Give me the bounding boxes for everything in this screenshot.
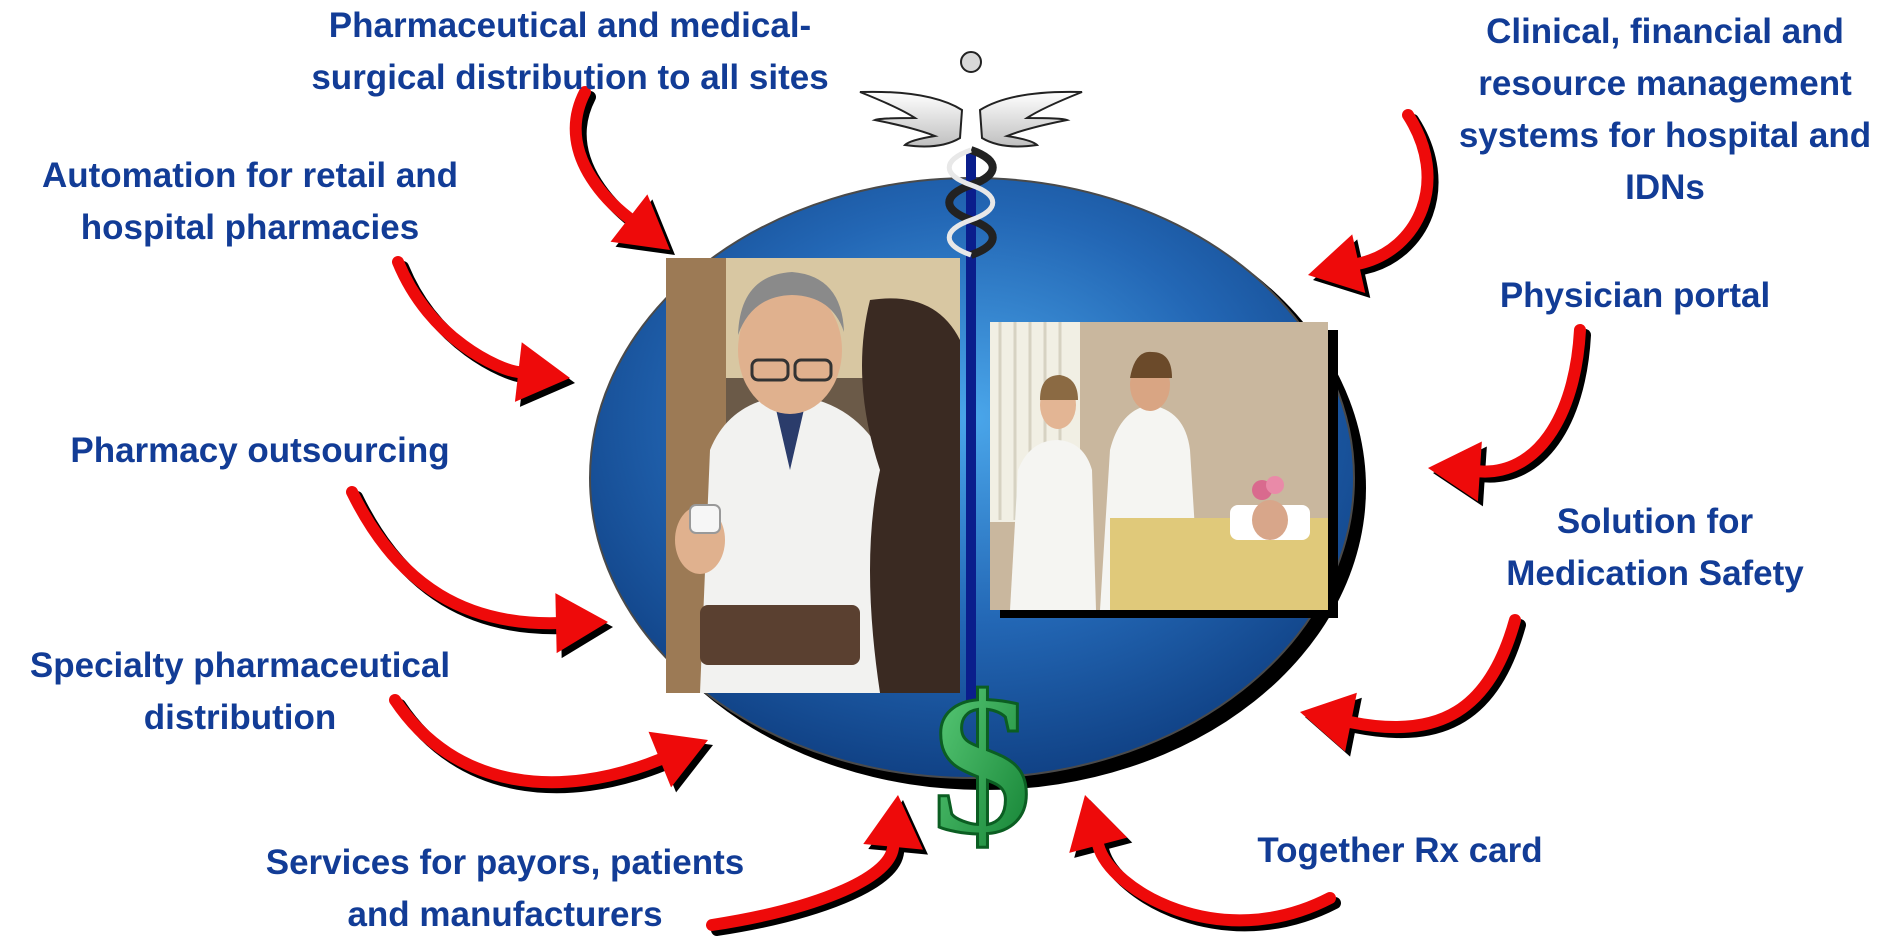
label-rxcard: Together Rx card [1257, 831, 1543, 870]
arrow-distribution [569, 86, 675, 255]
arrow-automation [392, 256, 575, 407]
arrow-services [706, 795, 928, 936]
arrow-rxcard [1069, 795, 1341, 932]
arrows-group [346, 86, 1591, 936]
label-portal: Physician portal [1499, 276, 1771, 315]
right-photo [990, 322, 1338, 618]
arrow-clinical [1308, 109, 1439, 298]
label-outsourcing: Pharmacy outsourcing [70, 431, 450, 470]
center-pole [966, 150, 976, 710]
arrow-specialty [389, 694, 713, 794]
dollar-sign-icon: $ [932, 655, 1032, 876]
left-photo [666, 258, 960, 693]
arrow-portal [1428, 324, 1591, 507]
caduceus-icon [859, 51, 1083, 259]
label-distribution: Pharmaceutical and medical-surgical dist… [311, 6, 829, 97]
arrow-safety [1300, 614, 1526, 757]
arrow-outsourcing [346, 486, 613, 659]
